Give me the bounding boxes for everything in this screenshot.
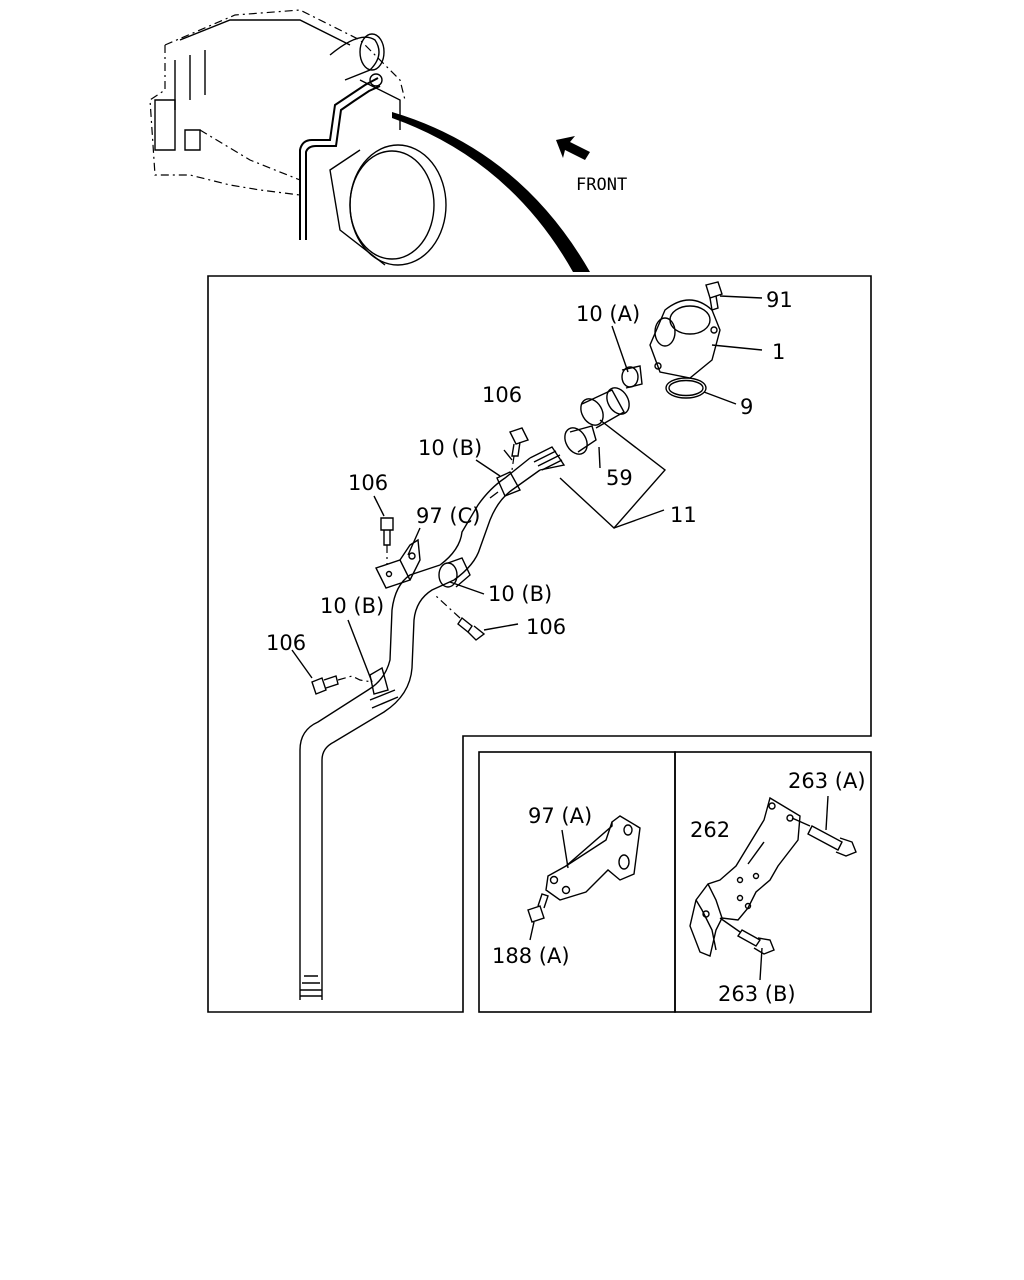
bolt-263a <box>791 817 857 857</box>
hose-clamp-10a-lower <box>564 425 597 455</box>
o-ring-9 <box>665 377 707 399</box>
label-10b-top: 10 (B) <box>418 436 482 460</box>
bolt-106-top <box>509 427 529 471</box>
bolt-106-mid <box>380 517 394 565</box>
label-106-right: 106 <box>526 615 566 639</box>
bracket-97a <box>545 815 641 901</box>
label-188a: 188 (A) <box>492 944 570 968</box>
bolt-106-left <box>311 675 373 695</box>
label-10a: 10 (A) <box>576 302 640 326</box>
label-9: 9 <box>740 395 753 419</box>
bolt-106-right <box>435 595 486 641</box>
main-detail-frame <box>207 275 872 1013</box>
clamp-10b-left <box>369 666 389 695</box>
label-10b-left: 10 (B) <box>320 594 384 618</box>
label-106-top: 106 <box>482 383 522 407</box>
inset-leader-lines <box>747 795 829 981</box>
housing-1 <box>649 299 721 379</box>
label-262: 262 <box>690 818 730 842</box>
label-59: 59 <box>606 466 633 490</box>
label-106-left: 106 <box>266 631 306 655</box>
clamp-10b-top <box>489 471 521 499</box>
leader-lines <box>291 295 763 683</box>
inset-frame-97a <box>478 751 676 1013</box>
detail-leader-arrow <box>392 112 590 272</box>
front-arrow-icon <box>556 136 590 160</box>
front-label: FRONT <box>576 175 627 195</box>
bracket-97c <box>375 538 421 589</box>
label-10b-mid: 10 (B) <box>488 582 552 606</box>
bolt-91 <box>705 281 723 311</box>
label-97a: 97 (A) <box>528 804 592 828</box>
label-11: 11 <box>670 503 697 527</box>
inset-frame-262 <box>674 751 872 1013</box>
bolt-263b <box>719 917 775 955</box>
label-106-mid: 106 <box>348 471 388 495</box>
hose-clamp-10a <box>621 365 643 389</box>
bracket-262 <box>689 796 801 957</box>
label-97c: 97 (C) <box>416 504 480 528</box>
label-263a: 263 (A) <box>788 769 866 793</box>
label-91: 91 <box>766 288 793 312</box>
bolt-188a <box>527 893 549 923</box>
oil-pipe <box>299 446 566 1000</box>
label-263b: 263 (B) <box>718 982 796 1006</box>
engine-overview <box>149 9 447 266</box>
hose-59 <box>580 387 630 429</box>
label-1: 1 <box>772 340 785 364</box>
